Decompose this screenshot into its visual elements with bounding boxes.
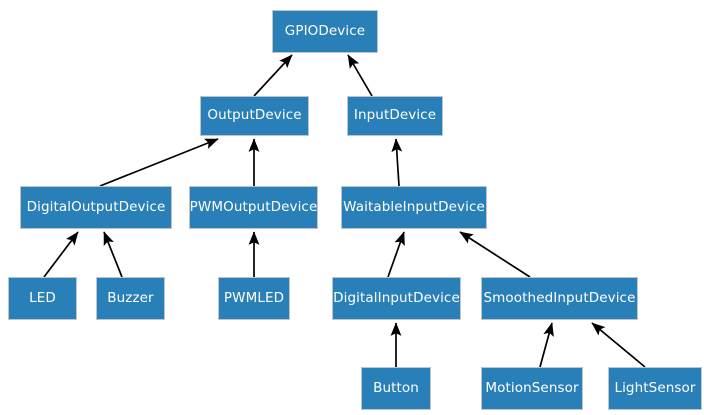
class-node-label: LightSensor xyxy=(614,379,696,396)
inheritance-arrow-buzzer-to-digitaloutputdevice xyxy=(103,231,123,278)
class-node-label: InputDevice xyxy=(353,107,437,124)
class-node-label: LED xyxy=(29,289,56,306)
class-node-digitaloutputdevice[interactable]: DigitalOutputDevice xyxy=(20,186,172,229)
inheritance-arrow-led-to-digitaloutputdevice xyxy=(43,231,79,278)
inheritance-arrow-digitaloutputdevice-to-outputdevice xyxy=(99,138,219,187)
class-node-label: OutputDevice xyxy=(207,107,302,124)
class-node-label: PWMLED xyxy=(223,289,285,306)
inheritance-arrow-lightsensor-to-smoothedinputdevice xyxy=(591,322,646,368)
class-node-label: GPIODevice xyxy=(284,22,366,39)
inheritance-arrow-smoothedinputdevice-to-waitableinputdevice xyxy=(459,231,531,278)
class-node-outputdevice[interactable]: OutputDevice xyxy=(200,96,309,136)
class-node-label: SmoothedInputDevice xyxy=(483,289,636,306)
class-node-smoothedinputdevice[interactable]: SmoothedInputDevice xyxy=(481,277,638,320)
class-node-motionsensor[interactable]: MotionSensor xyxy=(481,367,583,410)
class-node-pwmoutputdevice[interactable]: PWMOutputDevice xyxy=(189,186,318,229)
class-node-digitalinputdevice[interactable]: DigitalInputDevice xyxy=(332,277,461,320)
class-node-label: PWMOutputDevice xyxy=(189,198,318,215)
class-node-button[interactable]: Button xyxy=(361,367,431,410)
inheritance-arrow-waitableinputdevice-to-inputdevice xyxy=(391,138,403,187)
inheritance-arrow-outputdevice-to-gpiodevice xyxy=(253,54,293,97)
class-node-label: DigitalOutputDevice xyxy=(26,198,166,215)
class-node-pwmled[interactable]: PWMLED xyxy=(218,277,290,320)
class-node-label: WaitableInputDevice xyxy=(343,198,485,215)
class-node-led[interactable]: LED xyxy=(8,277,77,320)
class-node-lightsensor[interactable]: LightSensor xyxy=(608,367,702,410)
inheritance-arrow-motionsensor-to-smoothedinputdevice xyxy=(539,322,554,368)
class-node-buzzer[interactable]: Buzzer xyxy=(96,277,165,320)
inheritance-arrow-inputdevice-to-gpiodevice xyxy=(347,54,373,97)
class-node-gpiodevice[interactable]: GPIODevice xyxy=(272,10,378,53)
class-node-label: Buzzer xyxy=(107,289,154,306)
class-node-label: MotionSensor xyxy=(485,379,579,396)
class-node-label: DigitalInputDevice xyxy=(333,289,460,306)
class-node-label: Button xyxy=(373,379,419,396)
inheritance-arrow-digitalinputdevice-to-waitableinputdevice xyxy=(387,231,405,278)
class-node-inputdevice[interactable]: InputDevice xyxy=(347,96,443,136)
class-node-waitableinputdevice[interactable]: WaitableInputDevice xyxy=(341,186,487,229)
